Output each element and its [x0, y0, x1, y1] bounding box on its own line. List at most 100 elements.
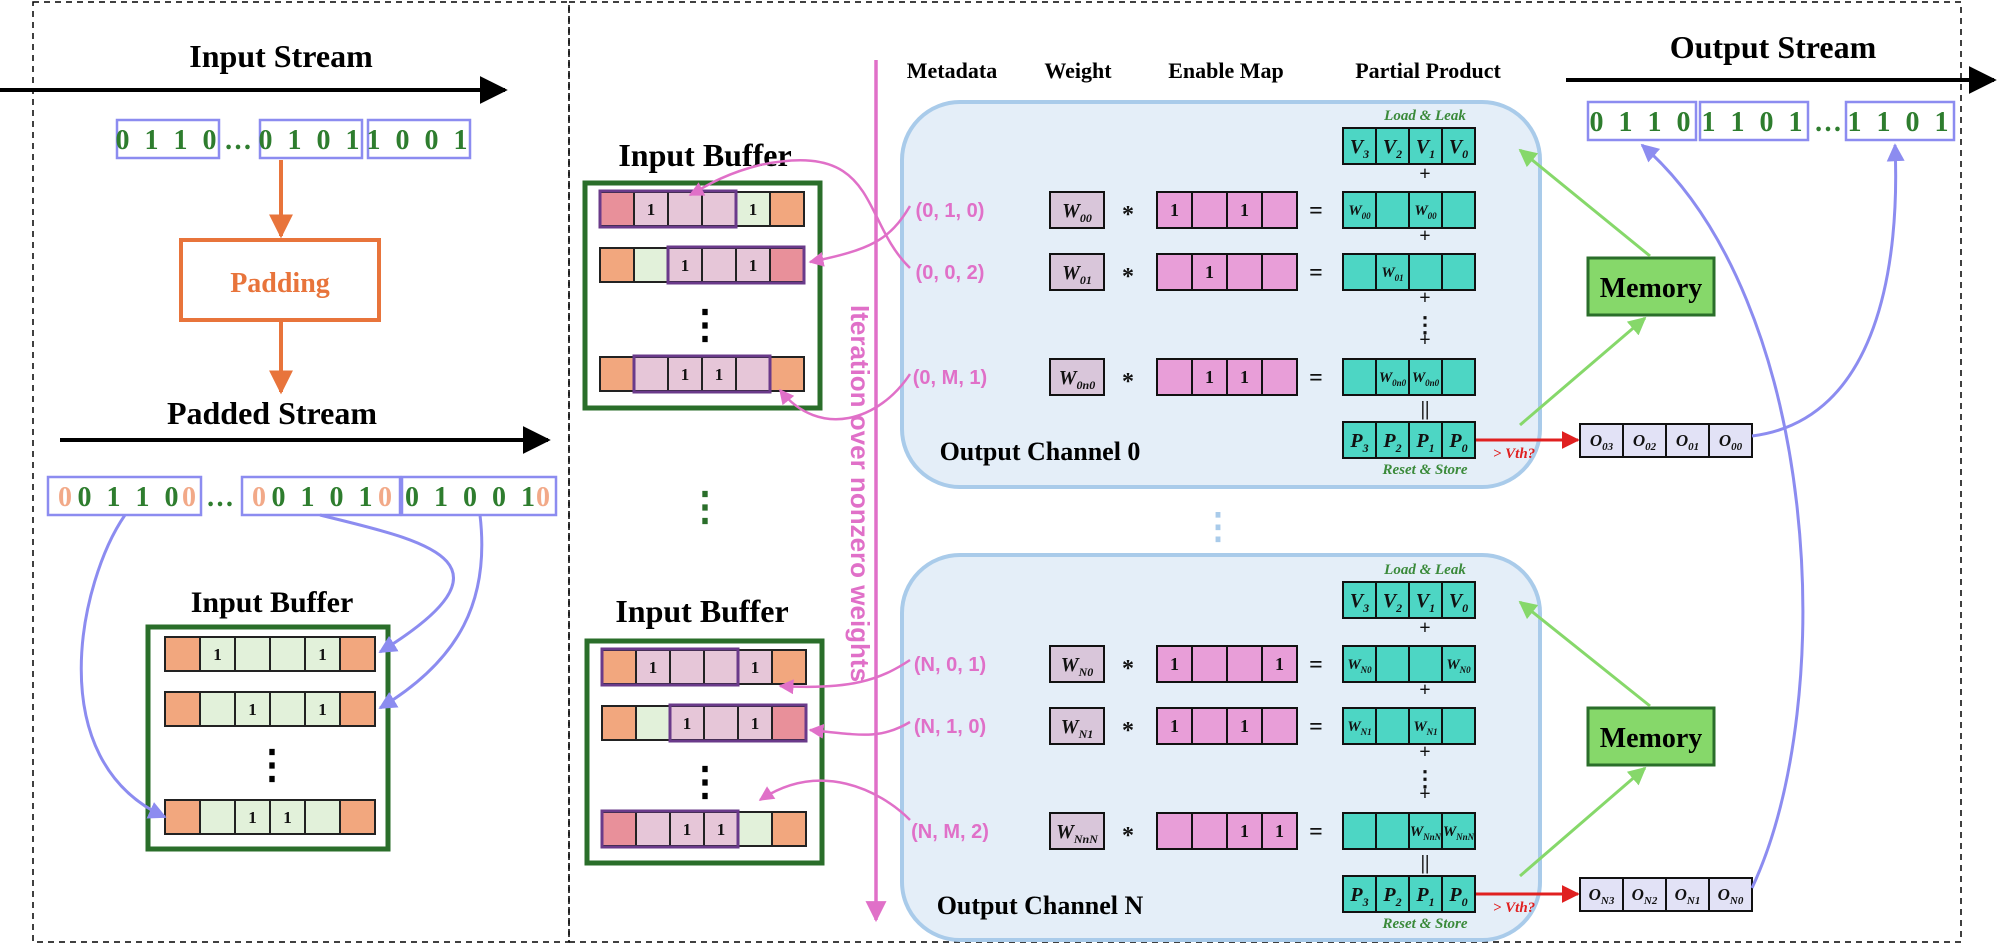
input-bits-0: 0 1 1 0 — [116, 125, 221, 156]
padding-box — [179, 238, 381, 322]
buffer-cell — [199, 636, 236, 672]
memory-box-n — [1586, 706, 1716, 767]
buffer-cell — [703, 649, 739, 685]
padded-stream-title: Padded Stream — [167, 395, 377, 431]
output-bits-box — [1586, 100, 1698, 142]
weight-label: WNnN — [1056, 821, 1099, 846]
enable-cell-value: 1 — [1275, 654, 1284, 674]
output-cell — [1579, 877, 1624, 912]
buffer-cell — [599, 191, 635, 227]
enable-cell — [1226, 358, 1263, 396]
metadata-tuple: (N, 1, 0) — [914, 716, 986, 738]
weight-box — [1049, 358, 1105, 396]
buffer-cell — [304, 691, 341, 727]
partial-cell — [1375, 707, 1410, 745]
buffer-cell — [164, 636, 201, 672]
col-enable-map: Enable Map — [1168, 58, 1284, 83]
enable-cell — [1156, 253, 1193, 291]
memory-label-0: Memory — [1600, 273, 1703, 304]
enable-cell-value: 1 — [1205, 262, 1214, 282]
enable-cell — [1226, 812, 1263, 850]
plus-sign: + — [1419, 617, 1430, 639]
enable-cell — [1261, 645, 1298, 683]
plus-sign: + — [1419, 163, 1430, 185]
weight-label: W0n0 — [1059, 367, 1095, 392]
padded-2-pad-right: 0 — [378, 482, 392, 513]
enable-cell — [1261, 191, 1298, 229]
buffer-cell-value: 1 — [248, 700, 257, 719]
meta-to-buffer-arrow-3 — [779, 373, 912, 421]
left-buffer-vdots: ⋮ — [252, 742, 292, 787]
enable-cell — [1156, 812, 1193, 850]
weight-box — [1049, 707, 1105, 745]
enable-cell — [1261, 812, 1298, 850]
buffer-cell-value: 1 — [683, 820, 692, 839]
buffer-window — [632, 354, 772, 394]
p-cell — [1441, 421, 1476, 459]
v-cell — [1342, 581, 1377, 619]
output-cell-label: ON2 — [1632, 885, 1658, 907]
output-cell-label: ON1 — [1675, 885, 1701, 907]
partial-cell-label: WNnN — [1410, 824, 1442, 842]
weight-label: W00 — [1062, 200, 1092, 225]
buffer-cell — [199, 799, 236, 835]
buffer-cell — [234, 691, 271, 727]
input-bits-2: 0 1 0 1 — [259, 125, 364, 156]
plus-sign: + — [1419, 783, 1430, 805]
partial-cell — [1408, 645, 1443, 683]
meta-to-buffer-arrow-2 — [688, 159, 911, 269]
input-bits-group: 0 1 1 0 … 0 1 0 1 1 0 0 1 — [116, 118, 472, 160]
buffer-window — [600, 809, 740, 849]
buffer-cell — [769, 191, 805, 227]
outputsN-to-stream-arrow — [1640, 143, 1805, 889]
p-cell-label: P3 — [1349, 884, 1368, 909]
partial-cell-label: WN0 — [1347, 657, 1372, 675]
buffer-cell-value: 1 — [318, 700, 327, 719]
mid-between-vdots: ⋮ — [685, 484, 725, 529]
buffer-window — [600, 647, 740, 687]
partial-cell-label: WN0 — [1446, 657, 1471, 675]
buffer-cell — [735, 356, 771, 392]
buffer-cell-value: 1 — [283, 808, 292, 827]
output-cell — [1665, 423, 1710, 458]
buffer-cell-value: 1 — [681, 256, 690, 275]
buffer-cell — [737, 811, 773, 847]
weight-box — [1049, 812, 1105, 850]
metadata-tuple: (N, 0, 1) — [914, 654, 986, 676]
output-bits-ellipsis: … — [1814, 107, 1846, 138]
buffer-cell — [601, 705, 637, 741]
equals-sign: = — [1309, 652, 1323, 678]
buffer-cell — [601, 811, 637, 847]
padded-to-row3-arrow — [79, 514, 167, 819]
p-cell-label: P1 — [1415, 430, 1434, 455]
padded-to-row2-arrow — [378, 514, 484, 710]
buffer-cell-value: 1 — [751, 658, 760, 677]
buffer-cell — [703, 811, 739, 847]
buffer-cell — [735, 191, 771, 227]
buffer-cell — [769, 356, 805, 392]
partial-cell-label: W01 — [1381, 265, 1403, 283]
buffer-cell — [771, 649, 807, 685]
buffer-cell-value: 1 — [751, 714, 760, 733]
buffer-cell — [339, 799, 376, 835]
col-metadata: Metadata — [907, 58, 997, 83]
p-cell-label: P3 — [1349, 430, 1368, 455]
output-cell-label: O03 — [1590, 431, 1614, 453]
partial-cell-label: WNnN — [1443, 824, 1475, 842]
partial-cell — [1408, 253, 1443, 291]
output-cell — [1665, 877, 1710, 912]
enable-cell — [1261, 707, 1298, 745]
padded-0-pad-right: 0 — [182, 482, 196, 513]
output-cell-label: O02 — [1633, 431, 1657, 453]
enable-cell — [1156, 707, 1193, 745]
mid-buffer-title-bottom: Input Buffer — [615, 593, 788, 629]
buffer-cell — [633, 356, 669, 392]
partial-cell-label: WN1 — [1413, 719, 1437, 737]
buffer-cell — [269, 799, 306, 835]
enable-cell-value: 1 — [1240, 716, 1249, 736]
enable-cell — [1191, 645, 1228, 683]
